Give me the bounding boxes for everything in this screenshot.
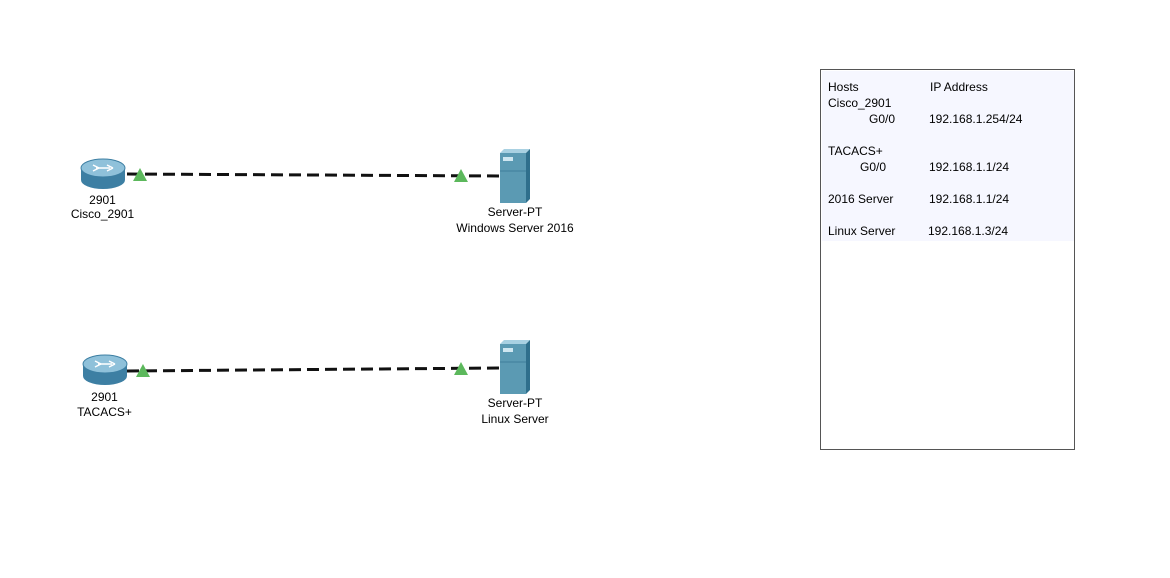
address-table: Hosts IP Address Cisco_2901 G0/0 192.168…: [822, 71, 1074, 241]
link-cisco-to-windows[interactable]: [126, 172, 501, 178]
router-icon[interactable]: [79, 158, 127, 192]
table-host: Linux Server: [828, 224, 896, 238]
table-host: 2016 Server: [828, 192, 894, 206]
table-host: Cisco_2901: [828, 96, 892, 110]
router-name-label: TACACS+: [77, 405, 132, 419]
link-status-up-icon: [136, 364, 150, 377]
server-icon[interactable]: [496, 149, 532, 203]
table-header-hosts: Hosts: [828, 80, 859, 94]
table-interface: G0/0: [860, 160, 887, 174]
table-ip: 192.168.1.3/24: [928, 224, 1009, 238]
address-table-note[interactable]: Hosts IP Address Cisco_2901 G0/0 192.168…: [820, 69, 1075, 450]
link-tacacs-to-linux[interactable]: [126, 366, 501, 373]
server-model-label: Server-PT: [487, 396, 543, 410]
server-icon[interactable]: [496, 340, 532, 394]
link-status-up-icon: [454, 169, 468, 182]
table-interface: G0/0: [869, 112, 896, 126]
router-icon[interactable]: [81, 354, 129, 388]
table-host: TACACS+: [828, 144, 883, 158]
table-header-ip: IP Address: [930, 80, 988, 94]
table-ip: 192.168.1.1/24: [929, 160, 1010, 174]
router-name-label: Cisco_2901: [70, 207, 135, 221]
server-name-label: Linux Server: [481, 412, 549, 426]
router-model-label: 2901: [91, 390, 118, 404]
server-name-label: Windows Server 2016: [456, 221, 574, 235]
router-model-label: 2901: [89, 193, 116, 207]
table-ip: 192.168.1.1/24: [929, 192, 1010, 206]
link-status-up-icon: [454, 362, 468, 375]
table-ip: 192.168.1.254/24: [929, 112, 1023, 126]
server-model-label: Server-PT: [487, 205, 543, 219]
link-status-up-icon: [133, 168, 147, 181]
